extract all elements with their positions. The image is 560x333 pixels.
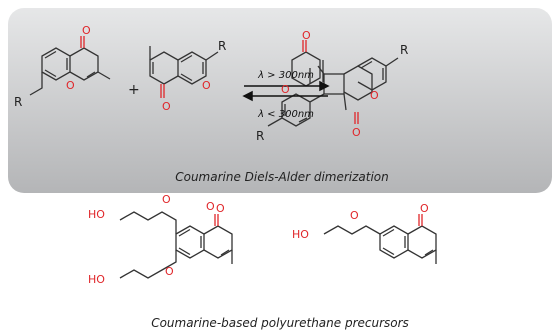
- precursor1-ether-o-top: O: [162, 193, 171, 206]
- precursor1-carbonyl-o: O: [216, 202, 225, 215]
- precursor1-hydroxyl-top: HO: [88, 208, 105, 221]
- monomer-left-ring-o: O: [66, 79, 75, 92]
- precursor1-hydroxyl-bottom: HO: [88, 273, 105, 286]
- dimer-ring-o-left: O: [281, 83, 290, 96]
- precursors-caption: Coumarine-based polyurethane precursors: [151, 316, 409, 330]
- dimerization-caption: Coumarine Diels-Alder dimerization: [175, 170, 389, 184]
- plus-sign: +: [128, 82, 140, 98]
- dimer-carbonyl-o-bottom: O: [352, 126, 361, 139]
- precursor2-ether-o: O: [350, 209, 359, 222]
- equilibrium-arrows: [242, 80, 330, 102]
- dimer-ring-o-right: O: [370, 89, 379, 102]
- dimer-r-group-bottom: R: [256, 129, 264, 143]
- monomer-left-r-group: R: [14, 95, 22, 109]
- dimer-r-group-top: R: [400, 43, 408, 57]
- monol-precursor: [323, 214, 437, 264]
- monomer-right-carbonyl-o: O: [162, 100, 171, 113]
- coumarin-monomer-left: [29, 36, 111, 96]
- diol-precursor: [119, 211, 233, 279]
- coumarin-monomer-right: [149, 46, 219, 98]
- precursor1-ether-o-bottom: O: [165, 265, 174, 278]
- monomer-left-carbonyl-o: O: [82, 24, 91, 37]
- precursor2-carbonyl-o: O: [420, 202, 429, 215]
- precursor1-ring-o: O: [206, 200, 215, 213]
- precursor2-hydroxyl: HO: [292, 228, 309, 241]
- reverse-condition-label: λ < 300nm: [257, 109, 314, 120]
- dimer-carbonyl-o-top: O: [302, 29, 311, 42]
- forward-condition-label: λ > 300nm: [257, 70, 314, 81]
- monomer-right-r-group: R: [218, 39, 226, 53]
- dimerization-panel: [8, 8, 552, 193]
- monomer-right-ring-o: O: [202, 79, 211, 92]
